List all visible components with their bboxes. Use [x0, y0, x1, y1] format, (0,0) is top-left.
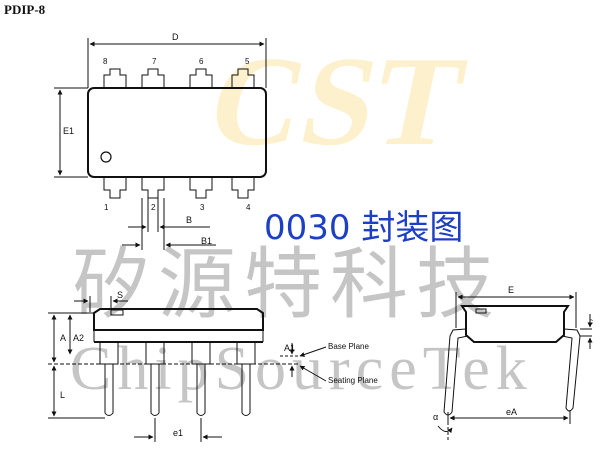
pin-5-lead: [231, 68, 255, 88]
pin-7-lead: [141, 68, 165, 88]
pin-3-lead: [189, 177, 213, 199]
bottom-pins: [103, 177, 255, 199]
alpha-angle-arc: [437, 425, 453, 434]
drawing-heading: 0030 封装图: [264, 208, 464, 248]
seating-plane-label: Seating Plane: [328, 376, 378, 385]
e-label: E: [508, 285, 515, 295]
e1-label: E1: [63, 126, 75, 136]
end-view-body: [460, 305, 570, 343]
package-title: PDIP-8: [4, 2, 46, 17]
alpha-label: α: [433, 412, 439, 422]
pin-4-lead: [231, 177, 255, 199]
end-view-left-lead: [443, 328, 469, 416]
side-view-notch: [110, 309, 124, 316]
pin-6-lead: [189, 68, 213, 88]
end-view-right-lead: [561, 328, 581, 412]
side-view: [48, 296, 327, 442]
pin-2-lead: [141, 177, 165, 199]
top-view-body: [87, 87, 267, 178]
ea-label: eA: [506, 407, 518, 417]
pin-label-2: 2: [151, 203, 156, 212]
e1-pitch-label: e1: [173, 428, 184, 438]
company-cn-watermark: 矽源特科技: [72, 240, 503, 330]
side-view-leads: [104, 364, 251, 416]
pin-label-4: 4: [246, 203, 251, 212]
top-view: [54, 38, 267, 250]
pin-label-1: 1: [104, 203, 109, 212]
a2-label: A2: [73, 333, 85, 343]
pin-8-lead: [103, 68, 127, 88]
pin-label-5: 5: [245, 57, 250, 66]
b1-label: B1: [201, 236, 213, 246]
pin-label-6: 6: [199, 57, 204, 66]
side-view-shoulders: [99, 341, 256, 365]
c-label: c: [589, 317, 593, 326]
base-plane-label: Base Plane: [328, 342, 369, 351]
pin-label-7: 7: [152, 57, 157, 66]
pin-1-lead: [103, 177, 127, 199]
a1-label: A1: [284, 343, 296, 353]
top-pins: [103, 68, 255, 88]
side-view-body: [93, 308, 264, 331]
pin-label-3: 3: [200, 203, 205, 212]
b-label: B: [186, 215, 193, 225]
end-view: [437, 292, 593, 442]
s-label: S: [117, 290, 124, 300]
pin-label-8: 8: [103, 57, 108, 66]
pin-1-marker: [100, 151, 112, 163]
a-label: A: [60, 333, 67, 343]
l-label: L: [60, 390, 66, 400]
d-label: D: [172, 32, 179, 42]
